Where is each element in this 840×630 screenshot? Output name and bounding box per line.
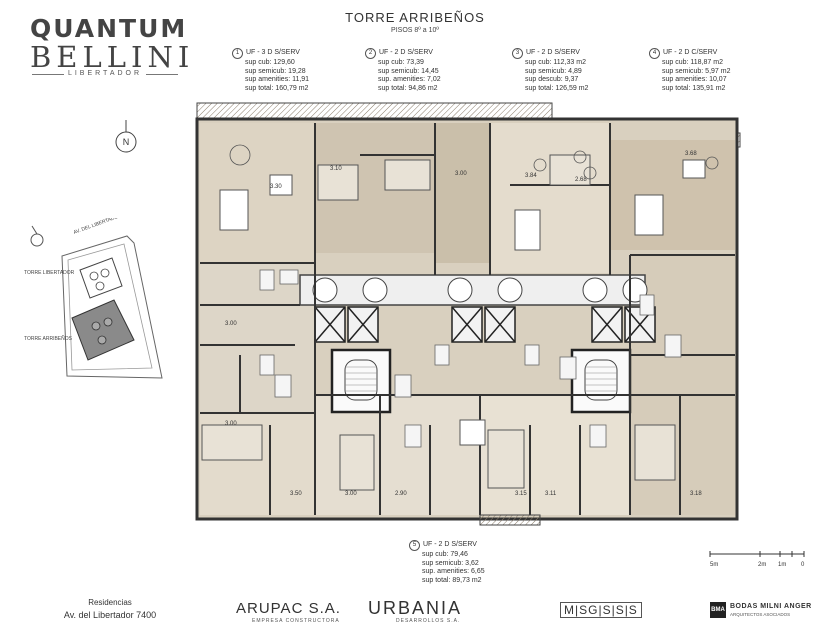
balcony-bottom xyxy=(479,514,541,526)
footer-residencias: Residencias xyxy=(88,598,132,607)
unit-number-badge: 4 xyxy=(649,48,660,59)
furniture-sofas xyxy=(201,154,676,491)
room-dimension-label: 3.00 xyxy=(455,171,467,177)
logo-bma-mark: BMA xyxy=(710,602,726,618)
logo-msgsss: M|SG|S|S|S xyxy=(560,602,642,618)
logo-arupac-sub: EMPRESA CONSTRUCTORA xyxy=(252,618,340,624)
scale-label: 5m xyxy=(710,562,718,568)
room-dimension-label: 3.68 xyxy=(685,151,697,157)
site-street-label: AV. DEL LIBERTADOR xyxy=(73,218,123,236)
scale-bar: 5m 2m 1m 0 xyxy=(709,551,805,568)
scale-label: 0 xyxy=(801,562,805,568)
site-tower-libertador xyxy=(79,257,123,299)
room-dimension-label: 3.00 xyxy=(225,421,237,427)
unit-number-badge: 1 xyxy=(232,48,243,59)
bathroom-fixtures xyxy=(259,269,682,448)
logo-bma-sub: ARQUITECTOS ASOCIADOS xyxy=(730,612,791,617)
room-dimension-label: 2.90 xyxy=(395,491,407,497)
room-dimension-label: 3.15 xyxy=(515,491,527,497)
page-title: TORRE ARRIBEÑOS xyxy=(345,10,485,25)
unit-number-badge: 2 xyxy=(365,48,376,59)
unit-3-living xyxy=(490,123,610,273)
column xyxy=(497,277,523,303)
room-dimension-label: 2.68 xyxy=(575,177,587,183)
unit-2-bedroom xyxy=(435,123,490,263)
site-label-libertador: TORRE LIBERTADOR xyxy=(24,270,75,276)
logo-urbania: URBANIA xyxy=(368,598,463,618)
room-dimension-label: 3.00 xyxy=(345,491,357,497)
page-subtitle: PISOS 8º a 10º xyxy=(391,27,439,34)
room-dimension-label: 3.10 xyxy=(330,166,342,172)
floor-plan: 3.30 3.10 3.00 3.84 2.68 3.68 3.00 3.50 … xyxy=(195,102,741,526)
stair-core-left xyxy=(330,348,392,414)
site-plan: AV. DEL LIBERTADOR TORRE LIBERTADOR TORR… xyxy=(24,218,163,379)
elevator-bank-center xyxy=(451,306,516,343)
site-label-arribenos: TORRE ARRIBEÑOS xyxy=(24,335,73,342)
room-dimension-label: 3.50 xyxy=(290,491,302,497)
room-dimension-label: 3.30 xyxy=(270,184,282,190)
room-dimension-label: 3.00 xyxy=(225,321,237,327)
scale-label: 2m xyxy=(758,562,766,568)
column xyxy=(447,277,473,303)
north-arrow-icon: N xyxy=(115,120,137,153)
scale-label: 1m xyxy=(778,562,786,568)
north-label: N xyxy=(123,137,130,147)
unit-number-badge: 5 xyxy=(409,540,420,551)
site-tower-arribenos xyxy=(71,299,135,361)
room-dimension-label: 3.84 xyxy=(525,173,537,179)
column xyxy=(362,277,388,303)
column xyxy=(312,277,338,303)
column xyxy=(582,277,608,303)
logo-bma: BODAS MILNI ANGER xyxy=(730,603,812,610)
logo-urbania-sub: DESARROLLOS S.A. xyxy=(396,618,461,624)
room-dimension-label: 3.18 xyxy=(690,491,702,497)
interior-walls xyxy=(200,123,735,515)
brand-quantum: QUANTUM xyxy=(30,14,188,43)
brand-libertador: LIBERTADOR xyxy=(32,70,178,77)
stair-core-right xyxy=(570,348,632,414)
unit-4-living xyxy=(610,140,735,250)
logo-arupac: ARUPAC S.A. xyxy=(236,600,341,617)
room-dimension-label: 3.11 xyxy=(545,491,557,497)
footer-address: Av. del Libertador 7400 xyxy=(63,610,157,620)
unit-1-bedrooms xyxy=(200,263,315,413)
elevator-bank-left xyxy=(314,306,379,343)
furniture-chairs xyxy=(229,144,719,180)
unit-number-badge: 3 xyxy=(512,48,523,59)
furniture-dining-tables xyxy=(219,159,706,446)
site-north-icon xyxy=(30,233,44,247)
brand-bellini: BELLINI xyxy=(30,40,195,74)
unit-1-living xyxy=(200,123,315,263)
